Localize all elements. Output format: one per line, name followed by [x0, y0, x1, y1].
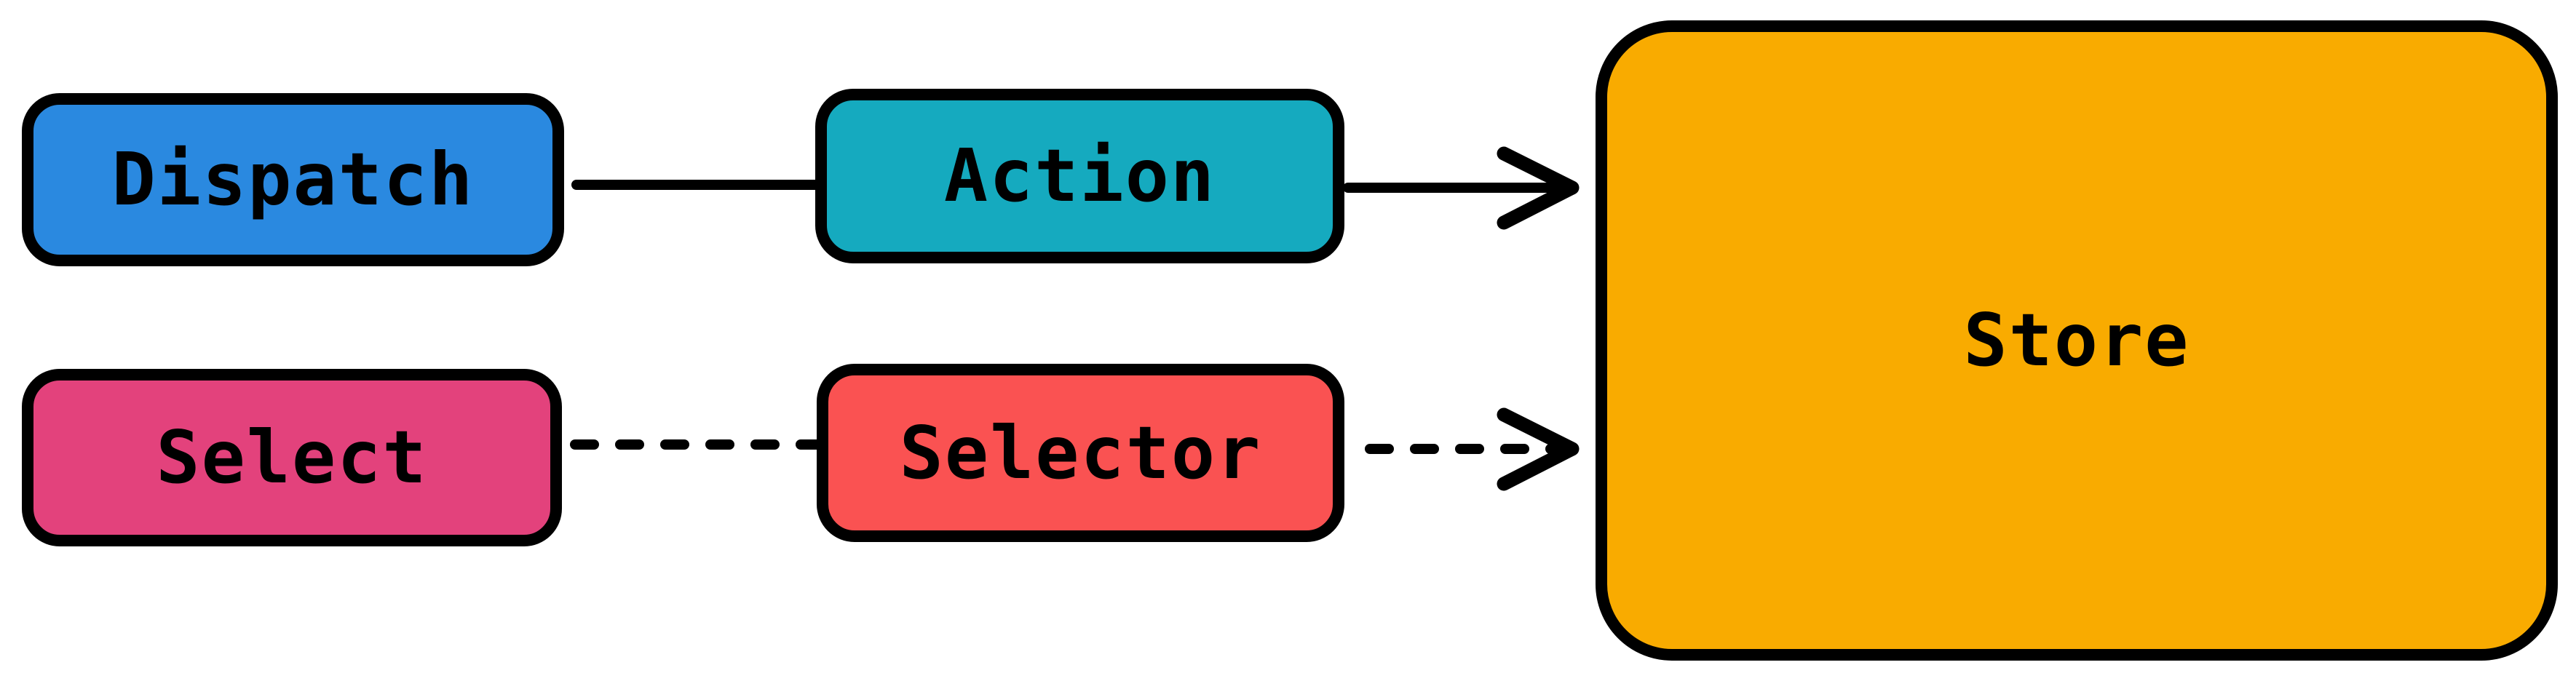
- connector-action-store: [1343, 146, 1580, 230]
- node-store-label: Store: [1963, 298, 2190, 383]
- node-selector-label: Selector: [899, 410, 1262, 495]
- node-store: Store: [1596, 20, 2558, 661]
- node-selector: Selector: [817, 364, 1344, 542]
- arrowhead-action-store-icon: [1497, 146, 1580, 230]
- node-dispatch-label: Dispatch: [111, 137, 475, 222]
- arrowhead-selector-store-icon: [1497, 407, 1580, 491]
- node-action-label: Action: [943, 133, 1216, 218]
- node-select: Select: [22, 369, 562, 546]
- node-select-label: Select: [156, 415, 428, 500]
- node-action: Action: [815, 89, 1344, 263]
- connector-selector-store: [1365, 407, 1580, 491]
- node-dispatch: Dispatch: [22, 93, 564, 266]
